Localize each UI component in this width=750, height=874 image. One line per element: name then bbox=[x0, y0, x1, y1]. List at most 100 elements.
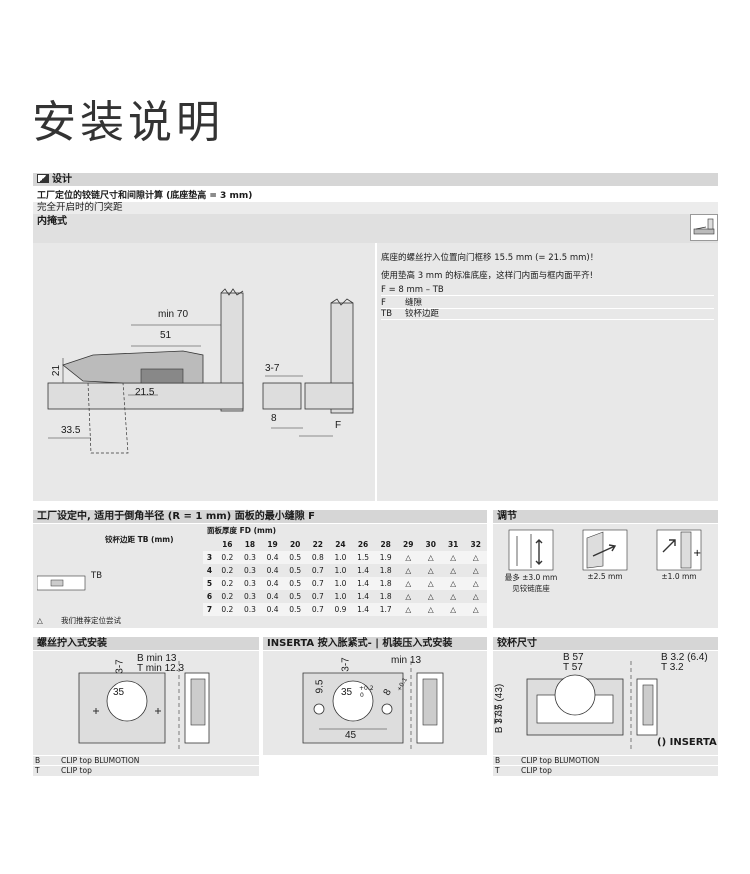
table-cell: △ bbox=[405, 605, 412, 614]
screw-d35: 35 bbox=[113, 687, 125, 698]
table-cell: 0.4 bbox=[266, 605, 279, 614]
dim-3-7: 3-7 bbox=[265, 363, 280, 374]
gap-table-heading: 工厂设定中, 适用于倒角半径 (R = 1 mm) 面板的最小缝隙 F bbox=[33, 510, 487, 523]
table-cell: △ bbox=[472, 605, 479, 614]
adjust-heading: 调节 bbox=[497, 511, 517, 522]
tb-diagram-label: TB bbox=[91, 571, 103, 581]
table-cell: 1.7 bbox=[379, 605, 392, 614]
table-cell: △ bbox=[472, 579, 479, 588]
table-cell: △ bbox=[450, 579, 457, 588]
table-cell: 0.4 bbox=[266, 566, 279, 575]
table-cell: △ bbox=[405, 566, 412, 575]
table-cell: 0.5 bbox=[289, 553, 302, 562]
footnote-symbol: △ bbox=[37, 616, 43, 625]
table-cell: △ bbox=[427, 592, 434, 601]
hinge-diagram bbox=[47, 288, 354, 454]
legend-key: T bbox=[35, 766, 40, 775]
table-cell: 1.9 bbox=[379, 553, 392, 562]
screw-t-min: T min 12.3 bbox=[137, 663, 185, 674]
design-heading: 设计 bbox=[52, 174, 72, 185]
inserta-diagram bbox=[302, 661, 444, 749]
table-cell: 0.5 bbox=[289, 579, 302, 588]
table-footnote: △我们推荐定位尝试 bbox=[37, 615, 121, 626]
legend-val: CLIP top bbox=[521, 766, 552, 775]
legend-key: T bbox=[495, 766, 500, 775]
inserta-d35: 35 bbox=[341, 687, 353, 698]
table-col-header: 31 bbox=[447, 540, 459, 549]
table-cell: △ bbox=[427, 566, 434, 575]
overlay-label: 内掩式 bbox=[37, 216, 67, 227]
table-col-header: 24 bbox=[335, 540, 346, 549]
note-line2: 使用垫高 3 mm 的标准底座，这样门内面与框内面平齐! bbox=[381, 271, 593, 281]
table-cell: △ bbox=[405, 592, 412, 601]
table-cell: 1.5 bbox=[357, 553, 370, 562]
table-cell: 1.8 bbox=[379, 566, 392, 575]
table-cell: 0.3 bbox=[243, 592, 256, 601]
table-cell: 1.0 bbox=[334, 553, 347, 562]
adjust-panel: + 最多 ±3.0 mm 见铰链底座 ±2.5 mm ±1.0 mm bbox=[493, 524, 718, 628]
table-cell: 0.7 bbox=[311, 566, 324, 575]
table-cell: 0.2 bbox=[221, 605, 234, 614]
adjust-depth-icon bbox=[507, 528, 555, 576]
cup-t57: T 57 bbox=[563, 662, 583, 673]
table-cell: 0.5 bbox=[289, 592, 302, 601]
table-cell: 0.7 bbox=[311, 605, 324, 614]
table-cell: 0.2 bbox=[221, 579, 234, 588]
table-cell: 0.4 bbox=[266, 553, 279, 562]
table-cell: △ bbox=[472, 553, 479, 562]
design-subnote: 完全开启时的门突距 bbox=[33, 202, 718, 214]
screw-heading: 螺丝拧入式安装 bbox=[33, 637, 259, 650]
table-cell: 0.5 bbox=[289, 566, 302, 575]
table-cell: 0.5 bbox=[289, 605, 302, 614]
cup-inserta-label: () INSERTA bbox=[657, 737, 717, 748]
cup-heading: 铰杯尺寸 bbox=[493, 637, 718, 650]
table-cell: 0.3 bbox=[243, 605, 256, 614]
cup-diagram bbox=[526, 661, 658, 749]
inserta-min13: min 13 bbox=[391, 655, 422, 666]
inserta-tol: +0.2 bbox=[359, 685, 374, 692]
legend-val: 铰杯边距 bbox=[405, 309, 440, 319]
dim-min70: min 70 bbox=[158, 309, 189, 320]
table-cell: 0.3 bbox=[243, 579, 256, 588]
page-title: 安装说明 bbox=[32, 97, 224, 148]
legend-key: F bbox=[381, 298, 386, 308]
adjust-side-text: ±2.5 mm bbox=[587, 572, 623, 581]
dim-F: F bbox=[335, 420, 342, 431]
table-col-header: 16 bbox=[222, 540, 233, 549]
cup-panel: B 57 T 57 B 3.2 (6.4) T 3.2 B 37.5 (43) … bbox=[493, 651, 718, 755]
note-line1: 底座的螺丝拧入位置向门框移 15.5 mm (= 21.5 mm)！ bbox=[381, 253, 599, 263]
inserta-tol0: 0 bbox=[360, 692, 364, 699]
table-cell: 1.0 bbox=[334, 566, 347, 575]
cup-t37: T 37 bbox=[493, 704, 505, 725]
design-subheading: 工厂定位的铰链尺寸和间隙计算 (底座垫高 = 3 mm) bbox=[37, 191, 253, 201]
cup-b32: B 3.2 (6.4) bbox=[661, 652, 708, 663]
table-cell: 0.4 bbox=[266, 579, 279, 588]
design-header: 设计 bbox=[33, 173, 718, 186]
adjust-depth-text: 最多 ±3.0 mm 见铰链底座 bbox=[503, 572, 559, 594]
table-col-header: 18 bbox=[244, 540, 256, 549]
table-cell: 0.3 bbox=[243, 566, 256, 575]
table-cell: 1.4 bbox=[357, 592, 370, 601]
table-col-header: 32 bbox=[470, 540, 481, 549]
table-cell: △ bbox=[450, 553, 457, 562]
table-cell: △ bbox=[427, 605, 434, 614]
table-row-label: 6 bbox=[206, 592, 213, 601]
adjust-height-text: ±1.0 mm bbox=[661, 572, 697, 581]
adjust-height-icon: + bbox=[655, 528, 703, 576]
table-cell: 0.7 bbox=[311, 592, 324, 601]
table-row-label: 7 bbox=[206, 605, 213, 614]
inserta-d3-7: 3-7 bbox=[340, 657, 352, 672]
table-cell: 0.3 bbox=[243, 553, 256, 562]
tb-diagram bbox=[36, 574, 97, 598]
design-icon bbox=[37, 174, 49, 183]
table-cell: △ bbox=[450, 605, 457, 614]
screw-diagram bbox=[78, 661, 210, 749]
table-cell: 0.7 bbox=[311, 579, 324, 588]
